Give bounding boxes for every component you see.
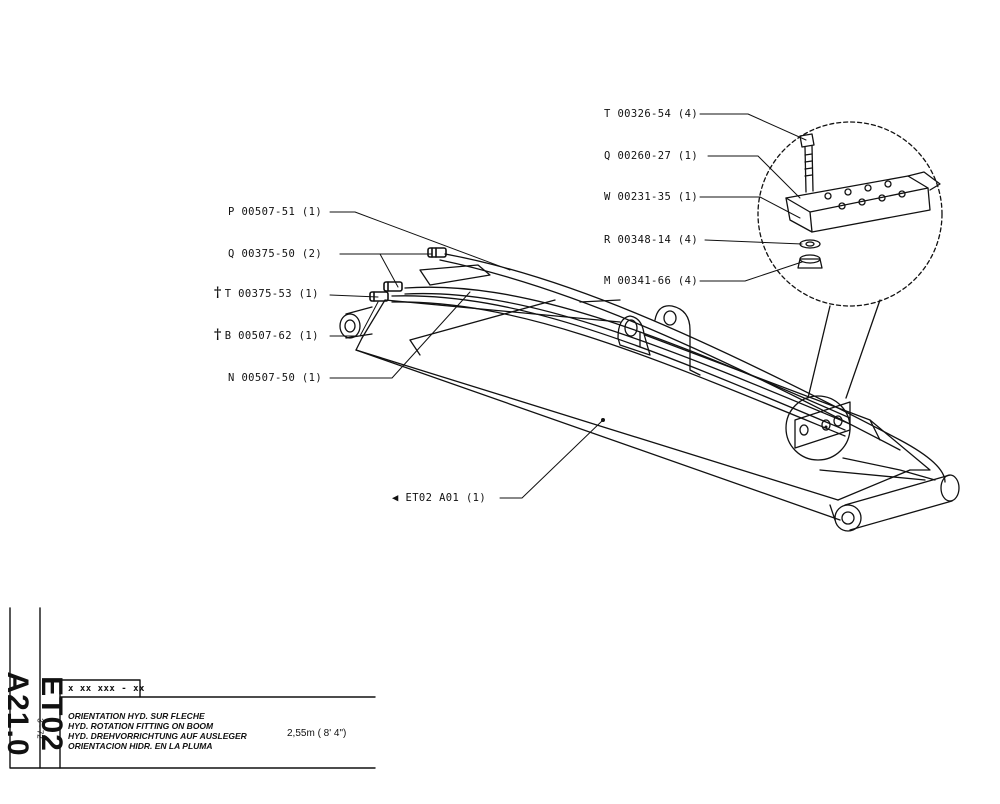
callout-washer: R 00348-14 (4)	[604, 234, 699, 246]
boom-size: 2,55m ( 8' 4")	[287, 728, 347, 739]
bolt-detail	[799, 133, 815, 193]
callout-boom-ref: ◀ ET02 A01 (1)	[392, 492, 487, 504]
hydraulic-hoses	[391, 253, 946, 483]
reference-number: x xx xxx - xx	[68, 684, 145, 694]
title-fr: ORIENTATION HYD. SUR FLECHE	[68, 711, 205, 721]
title-en: HYD. ROTATION FITTING ON BOOM	[68, 721, 214, 731]
callout-hose-b: †B 00507-62 (1)	[214, 327, 319, 343]
title-block-frame	[9, 607, 376, 769]
callout-hose-p: P 00507-51 (1)	[228, 206, 323, 218]
clamp-assembly	[785, 395, 851, 461]
dagger-mark: †	[214, 327, 222, 343]
sheet-date: 3 - 72	[35, 718, 45, 739]
title-de: HYD. DREHVORRICHTUNG AUF AUSLEGER	[68, 731, 247, 741]
top-plate	[419, 264, 491, 286]
right-pivot-pin	[834, 474, 960, 532]
detail-circle	[757, 121, 943, 399]
callout-bolt: T 00326-54 (4)	[604, 108, 699, 120]
callout-plate: W 00231-35 (1)	[604, 191, 699, 203]
dagger-mark: †	[214, 285, 222, 301]
bracket-detail	[785, 171, 941, 233]
sheet-code: ET02 A21.0	[1, 671, 68, 757]
callout-fitting-t: †T 00375-53 (1)	[214, 285, 319, 301]
callout-fitting-q: Q 00375-50 (2)	[228, 248, 323, 260]
ref-arrow-icon: ◀	[392, 492, 399, 504]
callout-bracket: Q 00260-27 (1)	[604, 150, 699, 162]
washer-detail	[799, 239, 821, 249]
title-es: ORIENTACION HIDR. EN LA PLUMA	[68, 741, 213, 751]
callout-hose-n: N 00507-50 (1)	[228, 372, 323, 384]
boom-body	[355, 299, 936, 521]
leader-lines	[329, 113, 807, 499]
callout-nut: M 00341-66 (4)	[604, 275, 699, 287]
nut-detail	[797, 254, 823, 269]
